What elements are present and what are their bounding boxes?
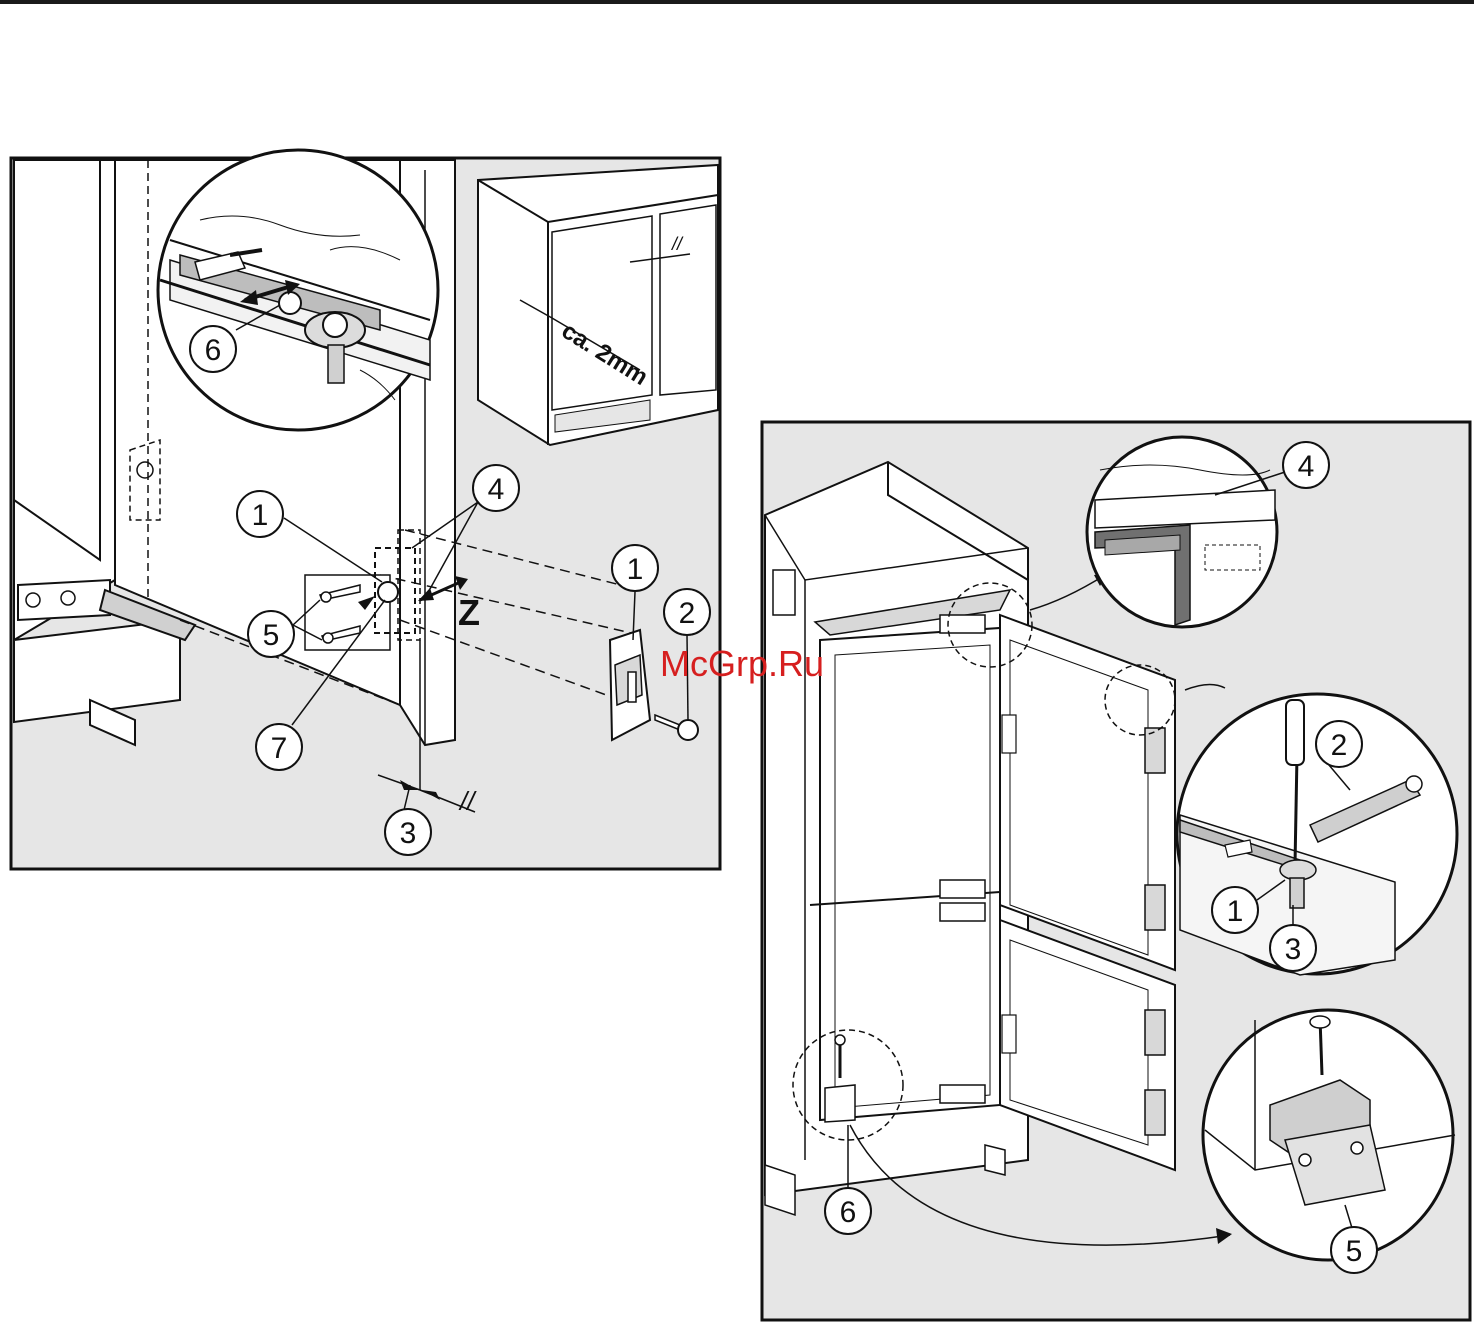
svg-text:1: 1 (1227, 895, 1244, 928)
svg-text:5: 5 (1346, 1235, 1363, 1268)
magnifier-bottom-hinge (1203, 1010, 1455, 1260)
callout-right-1: 1 (1212, 887, 1258, 933)
callout-left-1: 1 (237, 491, 283, 537)
axis-label-z: Z (458, 592, 480, 633)
svg-text:7: 7 (271, 732, 288, 765)
svg-text:2: 2 (679, 597, 696, 630)
svg-text:6: 6 (840, 1196, 857, 1229)
callout-right-6: 6 (825, 1188, 871, 1234)
svg-text:2: 2 (1331, 729, 1348, 762)
magnifier-hinge-top (158, 150, 438, 430)
callout-right-5: 5 (1331, 1227, 1377, 1273)
callout-right-2: 2 (1316, 721, 1362, 767)
svg-text:1: 1 (627, 553, 644, 586)
svg-text:3: 3 (400, 817, 417, 850)
svg-text:4: 4 (1298, 450, 1315, 483)
callout-left-6: 6 (190, 326, 236, 372)
parallel-mark-inset: // (670, 234, 684, 254)
svg-text:3: 3 (1285, 933, 1302, 966)
left-panel: // ca. 2mm // (11, 150, 720, 869)
magnifier-top-seal (1087, 437, 1277, 627)
svg-text:6: 6 (205, 334, 222, 367)
callout-right-4: 4 (1283, 442, 1329, 488)
inset-cabinet-front: ca. 2mm // (478, 165, 718, 445)
svg-text:4: 4 (488, 473, 505, 506)
svg-text:5: 5 (263, 619, 280, 652)
callout-bracket-2: 2 (664, 589, 710, 635)
callout-bracket-1: 1 (612, 545, 658, 591)
right-panel: 4 2 1 3 5 6 (762, 422, 1470, 1320)
callout-left-7: 7 (256, 724, 302, 770)
callout-left-4: 4 (473, 465, 519, 511)
callout-right-3: 3 (1270, 925, 1316, 971)
watermark: McGrp.Ru (660, 643, 824, 684)
callout-left-5: 5 (248, 611, 294, 657)
svg-text:1: 1 (252, 499, 269, 532)
parallel-mark-left: // (458, 786, 477, 816)
callout-left-3: 3 (385, 809, 431, 855)
